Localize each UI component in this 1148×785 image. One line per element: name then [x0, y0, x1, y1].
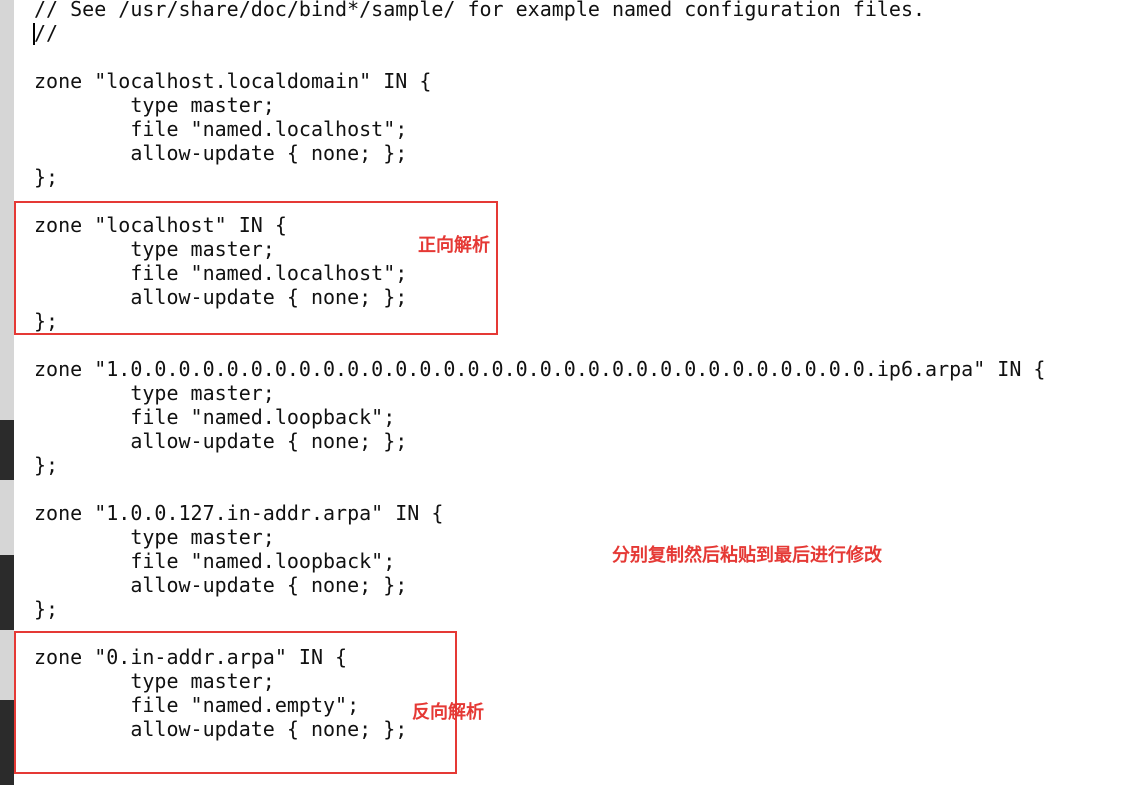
- code-line: zone "localhost" IN {: [34, 213, 287, 237]
- code-line: [34, 477, 1045, 501]
- code-line: type master;: [34, 237, 275, 261]
- code-line: //: [34, 21, 59, 45]
- edge-shadow: [0, 420, 14, 480]
- code-line: };: [34, 453, 59, 477]
- edge-shadow: [0, 555, 14, 630]
- code-line: allow-update { none; };: [34, 717, 408, 741]
- forward-resolution-label: 正向解析: [418, 235, 490, 256]
- code-line: file "named.empty";: [34, 693, 360, 717]
- code-line: type master;: [34, 669, 275, 693]
- code-line: zone "1.0.0.0.0.0.0.0.0.0.0.0.0.0.0.0.0.…: [34, 357, 1046, 381]
- code-line: file "named.localhost";: [34, 117, 408, 141]
- text-editor[interactable]: // See /usr/share/doc/bind*/sample/ for …: [14, 0, 1148, 785]
- code-line: zone "0.in-addr.arpa" IN {: [34, 645, 348, 669]
- code-line: type master;: [34, 93, 275, 117]
- code-line: // See /usr/share/doc/bind*/sample/ for …: [34, 0, 926, 21]
- code-block: // See /usr/share/doc/bind*/sample/ for …: [34, 0, 1045, 741]
- code-line: [34, 333, 1045, 357]
- code-line: };: [34, 597, 59, 621]
- code-line: zone "1.0.0.127.in-addr.arpa" IN {: [34, 501, 444, 525]
- code-line: };: [34, 165, 59, 189]
- forward-zone-highlight-box: [14, 201, 498, 335]
- reverse-resolution-label: 反向解析: [412, 702, 484, 723]
- window-left-edge: [0, 0, 14, 785]
- code-line: type master;: [34, 525, 275, 549]
- code-line: allow-update { none; };: [34, 141, 408, 165]
- code-line: file "named.localhost";: [34, 261, 408, 285]
- edge-shadow: [0, 700, 14, 785]
- code-line: file "named.loopback";: [34, 405, 396, 429]
- code-line: zone "localhost.localdomain" IN {: [34, 69, 432, 93]
- code-line: allow-update { none; };: [34, 429, 408, 453]
- copy-paste-instruction-label: 分别复制然后粘贴到最后进行修改: [612, 545, 882, 566]
- reverse-zone-highlight-box: [14, 631, 457, 774]
- code-line: file "named.loopback";: [34, 549, 396, 573]
- code-line: type master;: [34, 381, 275, 405]
- code-line: [34, 45, 1045, 69]
- text-cursor: [33, 23, 35, 45]
- code-line: allow-update { none; };: [34, 285, 408, 309]
- code-line: allow-update { none; };: [34, 573, 408, 597]
- code-line: };: [34, 309, 59, 333]
